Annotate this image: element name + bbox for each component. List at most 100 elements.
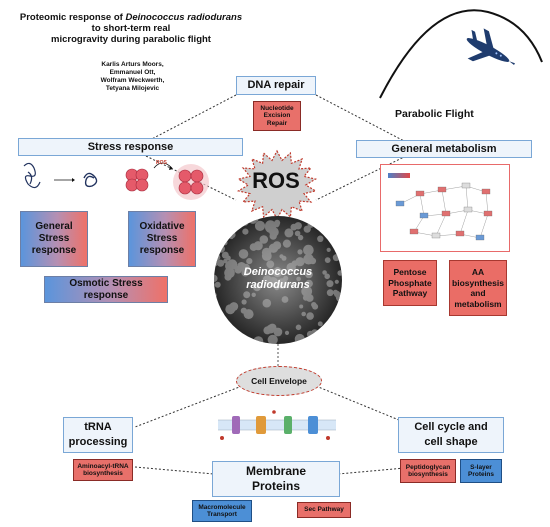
title-line-2: to short-term real <box>91 23 171 34</box>
general-stress-line-3: response <box>31 245 77 256</box>
oxidative-stress-line-3: response <box>139 245 185 256</box>
coccus-cell <box>263 326 272 335</box>
organism-genus: Deinococcus <box>243 266 313 278</box>
aa-line-4: metabolism <box>454 298 502 309</box>
coccus-cell <box>276 278 288 289</box>
coccus-cell <box>282 239 291 248</box>
coccus-cell <box>226 259 238 270</box>
peptidoglycan-biosynthesis-box: Peptidoglycan biosynthesis <box>400 459 456 483</box>
cocci-cluster-icon <box>125 168 149 192</box>
coccus-cell <box>334 279 339 284</box>
title-prefix: Proteomic response of <box>19 12 126 23</box>
airplane-icon <box>466 28 515 65</box>
membrane-illustration <box>218 410 336 440</box>
aa-biosynthesis-box: AA biosynthesis and metabolism <box>449 260 507 316</box>
metabolic-network-panel <box>380 164 510 252</box>
coccus-cell <box>290 223 298 231</box>
coccus-cell <box>322 270 327 275</box>
coccus-cell <box>226 255 231 261</box>
coccus-cell <box>326 247 331 252</box>
osmotic-stress-line-1: Osmotic Stress <box>69 277 143 289</box>
oxidative-stress-line-1: Oxidative <box>139 221 185 232</box>
coccus-cell <box>217 259 225 267</box>
folded-protein-icon <box>83 172 98 188</box>
s-layer-proteins-box: S-layer Proteins <box>460 459 502 483</box>
ppp-line-1: Pentose <box>393 267 427 278</box>
parabola-arc <box>379 9 543 99</box>
coccus-cell <box>251 292 256 297</box>
coccus-cell <box>254 220 266 231</box>
aa-line-1: AA <box>471 267 485 277</box>
general-stress-response-box: General Stress response <box>20 211 88 267</box>
coccus-cell <box>240 263 245 268</box>
nucleotide-excision-repair-box: Nucleotide Excision Repair <box>253 101 301 131</box>
coccus-cell <box>262 298 272 308</box>
trna-processing-title: tRNA processing <box>63 417 133 453</box>
general-metabolism-title: General metabolism <box>356 140 532 158</box>
coccus-cell <box>303 244 314 256</box>
coccus-cell <box>266 260 275 269</box>
aminoacyl-line-1: Aminoacyl-tRNA <box>77 462 129 470</box>
lipid-bilayer <box>218 420 336 430</box>
general-stress-line-1: General <box>35 221 73 232</box>
transporter-protein-1 <box>232 416 240 434</box>
author-3: Wolfram Weckwerth, <box>100 77 165 84</box>
coccus-cell <box>241 299 247 305</box>
cellcycle-title-line-2: cell shape <box>424 436 478 448</box>
author-2: Emmanuel Ott, <box>109 69 156 76</box>
coccus-cell <box>326 289 334 297</box>
coccus-cell <box>261 251 272 261</box>
macro-line-2: Transport <box>207 511 237 518</box>
author-1: Karlis Arturs Moors, <box>101 61 164 68</box>
cellcycle-title-line-1: Cell cycle and <box>414 421 488 433</box>
pg-line-1: Peptidoglycan <box>405 463 451 471</box>
dna-repair-title: DNA repair <box>236 76 316 95</box>
oxidative-stress-line-2: Stress <box>146 233 178 244</box>
cell-envelope-node: Cell Envelope <box>236 366 322 396</box>
coccus-cell <box>279 254 284 259</box>
ner-line-2: Excision <box>263 112 291 120</box>
coccus-cell <box>326 280 334 288</box>
cell-cycle-title: Cell cycle and cell shape <box>398 417 504 453</box>
coccus-cell <box>311 302 317 308</box>
general-stress-line-2: Stress <box>38 233 70 244</box>
organism-species: radiodurans <box>246 279 310 291</box>
coccus-cell <box>333 289 338 295</box>
coccus-cell <box>303 225 311 233</box>
ros-label: ROS <box>252 168 300 193</box>
coccus-cell <box>295 257 305 267</box>
parabolic-flight-illustration <box>379 9 543 99</box>
slayer-line-1: S-layer <box>470 463 492 471</box>
organism-label: Deinococcus radiodurans <box>214 266 342 292</box>
osmotic-stress-response-box: Osmotic Stress response <box>44 276 168 303</box>
pentose-phosphate-pathway-box: Pentose Phosphate Pathway <box>383 260 437 306</box>
transporter-protein-4 <box>308 416 318 434</box>
coccus-cell <box>295 324 302 331</box>
title-line-3: microgravity during parabolic flight <box>51 34 211 45</box>
ner-line-3: Repair <box>266 119 288 127</box>
aminoacyl-trna-box: Aminoacyl-tRNA biosynthesis <box>73 459 133 481</box>
coccus-cell <box>267 334 278 344</box>
author-list: Karlis Arturs Moors, Emmanuel Ott, Wolfr… <box>70 61 195 93</box>
coccus-cell <box>273 268 282 277</box>
coccus-cell <box>246 258 253 265</box>
oxidized-halo-icon <box>173 164 209 200</box>
aa-line-2: biosynthesis <box>452 277 504 288</box>
oxidative-stress-response-box: Oxidative Stress response <box>128 211 196 267</box>
coccus-cell <box>214 281 221 288</box>
coccus-cell <box>284 228 294 238</box>
pg-line-2: biosynthesis <box>408 471 448 478</box>
coccus-cell <box>301 311 306 317</box>
coccus-cell <box>294 230 301 237</box>
ppp-line-3: Pathway <box>392 288 428 299</box>
membrane-proteins-title: Membrane Proteins <box>212 461 340 497</box>
coccus-cell <box>273 327 283 337</box>
network-nodes <box>395 182 493 241</box>
coccus-cell <box>301 285 313 297</box>
aminoacyl-line-2: biosynthesis <box>83 470 123 477</box>
oxidized-cocci-icon <box>178 169 204 195</box>
coccus-cell <box>305 279 313 288</box>
transporter-protein-2 <box>256 416 266 434</box>
coccus-cell <box>224 273 232 281</box>
aa-line-3: and <box>470 288 486 298</box>
